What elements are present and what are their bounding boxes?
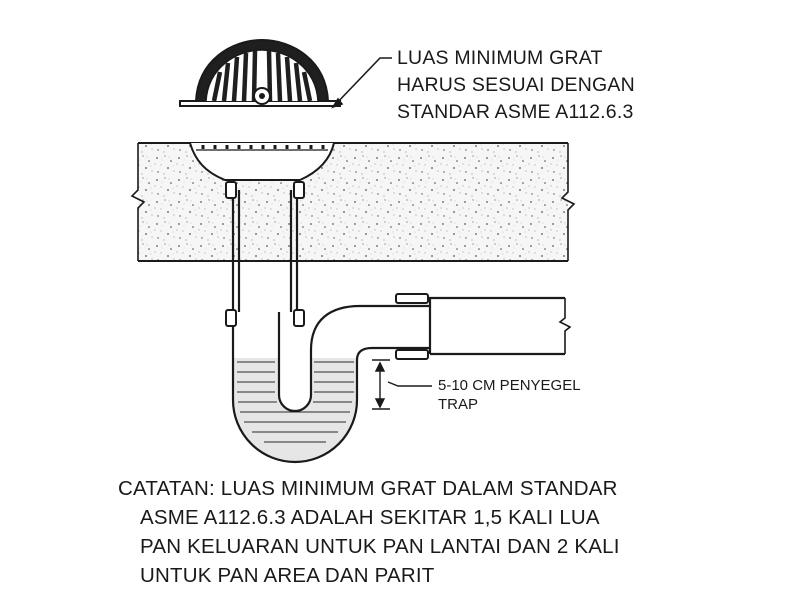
callout-line-2: HARUS SESUAI DENGAN xyxy=(397,74,635,96)
callout-leader xyxy=(331,57,392,109)
trap-seal-label: 5-10 CM PENYEGEL TRAP xyxy=(438,376,581,414)
trap-water xyxy=(233,358,357,462)
note-line-2: ASME A112.6.3 ADALAH SEKITAR 1,5 KALI LU… xyxy=(140,506,600,529)
note-line-4: UNTUK PAN AREA DAN PARIT xyxy=(140,564,435,587)
seal-line-1: 5-10 CM PENYEGEL xyxy=(438,377,581,394)
note-paragraph: CATATAN: LUAS MINIMUM GRAT DALAM STANDAR… xyxy=(118,474,620,590)
grate-callout-label: LUAS MINIMUM GRAT HARUS SESUAI DENGAN ST… xyxy=(397,45,635,126)
drain-body xyxy=(189,142,335,181)
note-line-1: CATATAN: LUAS MINIMUM GRAT DALAM STANDAR xyxy=(118,477,618,500)
seal-line-2: TRAP xyxy=(438,396,479,413)
callout-line-1: LUAS MINIMUM GRAT xyxy=(397,47,603,69)
pipe-couplings xyxy=(225,181,429,360)
callout-line-3: STANDAR ASME A112.6.3 xyxy=(397,101,634,123)
drain-pipe xyxy=(231,182,572,464)
note-line-3: PAN KELUARAN UNTUK PAN LANTAI DAN 2 KALI xyxy=(140,535,620,558)
seal-dimension xyxy=(372,359,432,410)
drain-grate xyxy=(179,38,341,107)
